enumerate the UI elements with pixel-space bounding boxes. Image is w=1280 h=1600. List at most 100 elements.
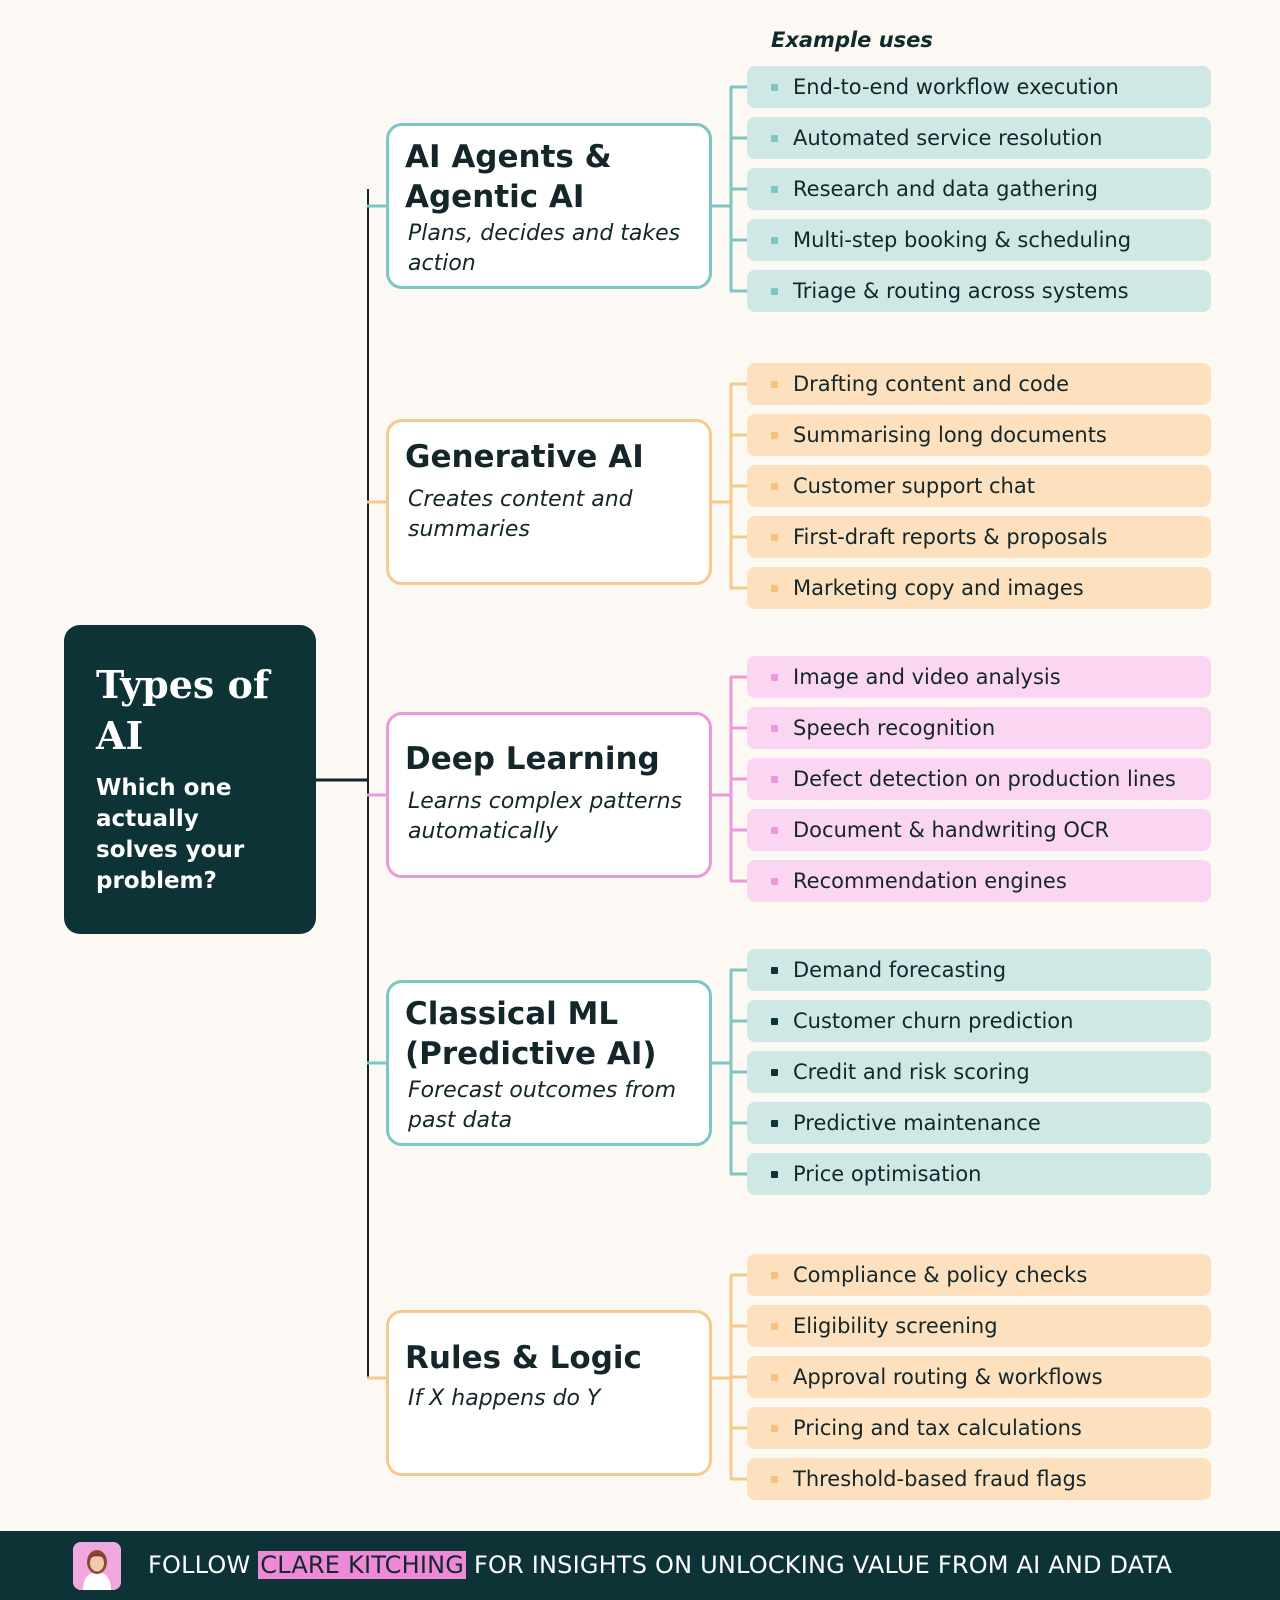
bullet-icon [771, 84, 778, 91]
bullet-icon [771, 1323, 778, 1330]
person-icon [73, 1542, 121, 1590]
root-node: Types of AI Which one actually solves yo… [64, 625, 316, 934]
use-label: First-draft reports & proposals [793, 525, 1108, 549]
bullet-icon [771, 534, 778, 541]
bullet-icon [771, 1069, 778, 1076]
use-item: Automated service resolution [747, 117, 1211, 159]
category-classical-ml: Classical ML (Predictive AI) Forecast ou… [386, 980, 712, 1146]
use-item: Customer churn prediction [747, 1000, 1211, 1042]
bullet-icon [771, 135, 778, 142]
use-label: Customer churn prediction [793, 1009, 1074, 1033]
bullet-icon [771, 483, 778, 490]
bullet-icon [771, 776, 778, 783]
use-item: End-to-end workflow execution [747, 66, 1211, 108]
use-item: Summarising long documents [747, 414, 1211, 456]
root-subtitle: Which one actually solves your problem? [96, 775, 245, 894]
use-item: Image and video analysis [747, 656, 1211, 698]
bullet-icon [771, 1374, 778, 1381]
category-title: Deep Learning [405, 741, 660, 777]
use-label: End-to-end workflow execution [793, 75, 1119, 99]
category-rules-logic: Rules & Logic If X happens do Y [386, 1310, 712, 1476]
use-label: Document & handwriting OCR [793, 818, 1110, 842]
use-label: Speech recognition [793, 716, 996, 740]
use-item: Multi-step booking & scheduling [747, 219, 1211, 261]
category-deep-learning: Deep Learning Learns complex patterns au… [386, 712, 712, 878]
use-label: Recommendation engines [793, 869, 1067, 893]
use-item: Document & handwriting OCR [747, 809, 1211, 851]
use-label: Image and video analysis [793, 665, 1061, 689]
use-item: Speech recognition [747, 707, 1211, 749]
use-label: Eligibility screening [793, 1314, 998, 1338]
category-description: If X happens do Y [408, 1386, 601, 1411]
bullet-icon [771, 1171, 778, 1178]
bullet-icon [771, 1018, 778, 1025]
use-label: Triage & routing across systems [793, 279, 1129, 303]
footer-prefix: FOLLOW [148, 1551, 259, 1579]
avatar[interactable] [73, 1542, 121, 1590]
use-item: Customer support chat [747, 465, 1211, 507]
use-item: Demand forecasting [747, 949, 1211, 991]
category-description: Creates content and summaries [408, 487, 633, 542]
category-description: Plans, decides and takes action [408, 221, 681, 276]
use-label: Multi-step booking & scheduling [793, 228, 1132, 252]
bullet-icon [771, 725, 778, 732]
category-title: Rules & Logic [405, 1340, 642, 1376]
bullet-icon [771, 827, 778, 834]
use-item: Price optimisation [747, 1153, 1211, 1195]
use-item: Eligibility screening [747, 1305, 1211, 1347]
use-item: Research and data gathering [747, 168, 1211, 210]
use-label: Customer support chat [793, 474, 1035, 498]
bullet-icon [771, 288, 778, 295]
use-label: Credit and risk scoring [793, 1060, 1030, 1084]
use-label: Demand forecasting [793, 958, 1007, 982]
use-item: Recommendation engines [747, 860, 1211, 902]
use-label: Defect detection on production lines [793, 767, 1176, 791]
use-item: Threshold-based fraud flags [747, 1458, 1211, 1500]
use-item: Pricing and tax calculations [747, 1407, 1211, 1449]
use-label: Pricing and tax calculations [793, 1416, 1082, 1440]
use-item: Compliance & policy checks [747, 1254, 1211, 1296]
use-item: Marketing copy and images [747, 567, 1211, 609]
use-label: Marketing copy and images [793, 576, 1084, 600]
bullet-icon [771, 967, 778, 974]
category-title: AI Agents & Agentic AI [405, 139, 612, 215]
use-label: Drafting content and code [793, 372, 1069, 396]
use-label: Predictive maintenance [793, 1111, 1041, 1135]
category-title: Classical ML (Predictive AI) [405, 996, 657, 1072]
bullet-icon [771, 186, 778, 193]
footer-author-name[interactable]: CLARE KITCHING [258, 1551, 467, 1579]
use-item: First-draft reports & proposals [747, 516, 1211, 558]
use-item: Approval routing & workflows [747, 1356, 1211, 1398]
root-title: Types of AI [96, 662, 270, 758]
category-generative-ai: Generative AI Creates content and summar… [386, 419, 712, 585]
footer-text: FOLLOW CLARE KITCHING FOR INSIGHTS ON UN… [148, 1531, 1172, 1600]
use-label: Compliance & policy checks [793, 1263, 1088, 1287]
use-item: Credit and risk scoring [747, 1051, 1211, 1093]
category-description: Forecast outcomes from past data [408, 1078, 677, 1133]
use-label: Research and data gathering [793, 177, 1098, 201]
footer-suffix: FOR INSIGHTS ON UNLOCKING VALUE FROM AI … [466, 1551, 1173, 1579]
bullet-icon [771, 585, 778, 592]
bullet-icon [771, 1120, 778, 1127]
bullet-icon [771, 1476, 778, 1483]
example-uses-header: Example uses [771, 28, 933, 52]
bullet-icon [771, 381, 778, 388]
category-ai-agents: AI Agents & Agentic AI Plans, decides an… [386, 123, 712, 289]
bullet-icon [771, 878, 778, 885]
use-label: Threshold-based fraud flags [793, 1467, 1087, 1491]
use-label: Price optimisation [793, 1162, 982, 1186]
use-item: Triage & routing across systems [747, 270, 1211, 312]
use-item: Predictive maintenance [747, 1102, 1211, 1144]
use-label: Summarising long documents [793, 423, 1107, 447]
category-description: Learns complex patterns automatically [408, 789, 683, 844]
use-label: Automated service resolution [793, 126, 1103, 150]
use-item: Defect detection on production lines [747, 758, 1211, 800]
bullet-icon [771, 674, 778, 681]
use-item: Drafting content and code [747, 363, 1211, 405]
bullet-icon [771, 1425, 778, 1432]
bullet-icon [771, 432, 778, 439]
footer-banner: FOLLOW CLARE KITCHING FOR INSIGHTS ON UN… [0, 1531, 1280, 1600]
bullet-icon [771, 237, 778, 244]
bullet-icon [771, 1272, 778, 1279]
